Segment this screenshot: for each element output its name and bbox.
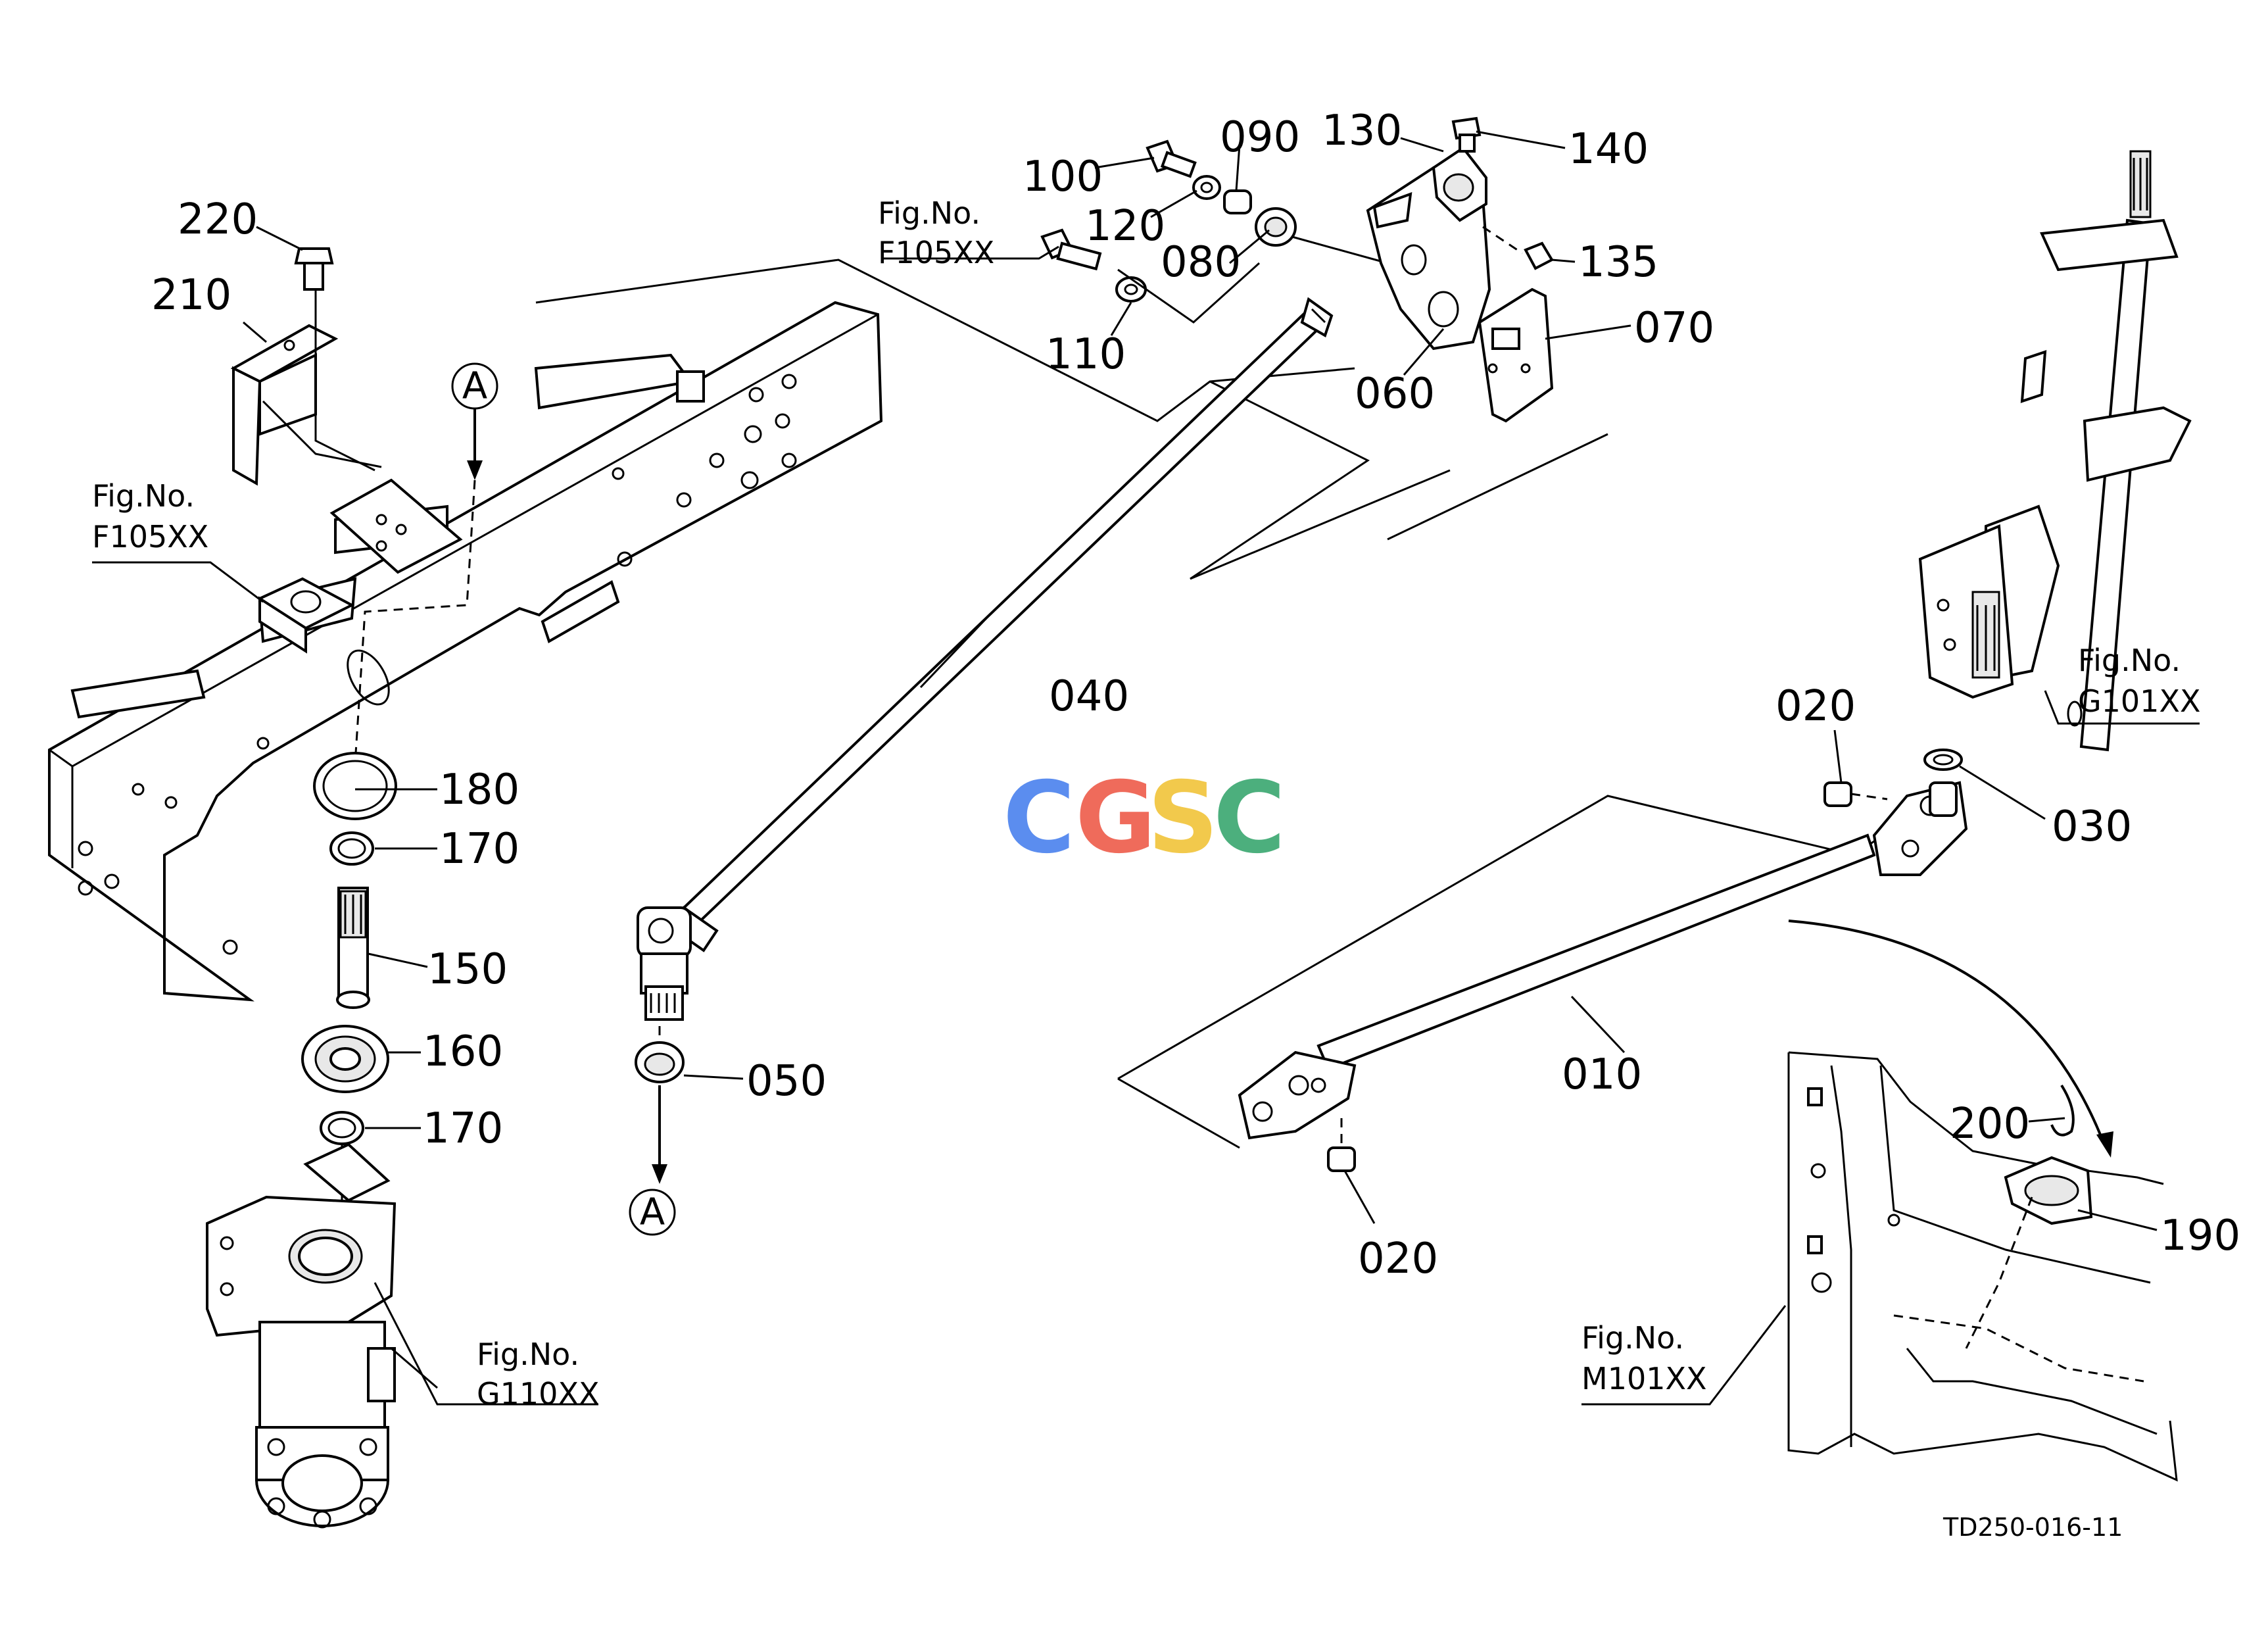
- svg-text:G110XX: G110XX: [477, 1376, 599, 1412]
- washer-030: [1923, 749, 1963, 771]
- label-050: 050: [746, 1057, 827, 1106]
- bearing-160: [301, 1025, 389, 1093]
- bolt-140: [1451, 116, 1482, 153]
- label-150: 150: [427, 945, 508, 994]
- steering-motor: [255, 1321, 396, 1529]
- label-110: 110: [1046, 330, 1126, 379]
- clip-200: [2050, 1084, 2075, 1137]
- universal-joint-lower: [1238, 1050, 1357, 1140]
- svg-text:G101XX: G101XX: [2078, 683, 2200, 719]
- steering-column: [1918, 150, 2192, 752]
- fig-ref-m101xx: Fig.No. M101XX: [1581, 1320, 1707, 1396]
- plate: [329, 478, 463, 574]
- label-090: 090: [1220, 113, 1300, 162]
- bolt-020-lower: [1327, 1118, 1356, 1172]
- plate-070: [1478, 287, 1554, 423]
- label-130: 130: [1322, 107, 1402, 155]
- label-010: 010: [1562, 1050, 1642, 1099]
- fig-ref-left-f105xx: Fig.No. F105XX: [92, 478, 208, 554]
- fender-panel: [1787, 1051, 2178, 1482]
- flange-130: [1432, 146, 1487, 222]
- svg-text:F105XX: F105XX: [92, 519, 208, 554]
- snap-ring-180: [313, 752, 397, 820]
- collar-170-lower: [320, 1111, 364, 1145]
- label-180: 180: [439, 766, 519, 814]
- part-labels: 220 210 180 170 150 160 170 050 040 100 …: [151, 107, 2240, 1283]
- svg-text:Fig.No.: Fig.No.: [92, 478, 195, 514]
- pedal-190: [2004, 1156, 2093, 1225]
- label-170-lower: 170: [423, 1104, 503, 1153]
- frame-mount-bracket: [256, 577, 355, 654]
- label-190: 190: [2160, 1212, 2240, 1260]
- label-020-upper: 020: [1775, 682, 1856, 731]
- label-220: 220: [178, 195, 258, 244]
- drawing-code: TD250-016-11: [1942, 1513, 2123, 1542]
- universal-joint-040: [637, 906, 719, 1021]
- bolt-110: [1040, 228, 1102, 271]
- svg-text:A: A: [462, 365, 487, 408]
- collar-050: [635, 1041, 685, 1083]
- fig-ref-top-f105xx: Fig.No. F105XX: [878, 195, 994, 270]
- svg-text:Fig.No.: Fig.No.: [1581, 1320, 1684, 1356]
- nut-135: [1524, 241, 1554, 270]
- svg-text:M101XX: M101XX: [1581, 1361, 1707, 1396]
- svg-text:Fig.No.: Fig.No.: [878, 195, 980, 231]
- svg-text:A: A: [640, 1191, 665, 1234]
- bolt-020-upper: [1823, 781, 1888, 807]
- svg-text:S: S: [1147, 761, 1218, 875]
- spacer-090: [1223, 189, 1252, 214]
- washer-120: [1192, 175, 1221, 200]
- label-070: 070: [1634, 304, 1714, 353]
- collar-170-upper: [329, 831, 374, 866]
- fig-ref-g110xx: Fig.No. G110XX: [477, 1337, 599, 1412]
- label-140: 140: [1568, 125, 1649, 174]
- label-210: 210: [151, 271, 231, 320]
- label-135: 135: [1578, 238, 1658, 287]
- label-170-upper: 170: [439, 825, 519, 873]
- shaft-150: [336, 887, 370, 1009]
- bolt-220: [294, 247, 334, 291]
- label-060: 060: [1355, 370, 1435, 418]
- frame-holes: [78, 374, 797, 955]
- label-080: 080: [1161, 238, 1241, 287]
- ref-marker-a-bottom: A: [629, 1085, 676, 1236]
- universal-joint-upper: [1872, 781, 1968, 876]
- bolt-100: [1146, 139, 1197, 178]
- svg-text:Fig.No.: Fig.No.: [2078, 643, 2181, 678]
- label-030: 030: [2052, 802, 2132, 851]
- svg-text:C: C: [1213, 761, 1286, 875]
- label-100: 100: [1023, 153, 1103, 201]
- leader-lines: [92, 130, 2200, 1406]
- bracket-210: [230, 324, 339, 486]
- svg-text:Fig.No.: Fig.No.: [477, 1337, 579, 1372]
- watermark: C G S C: [1003, 761, 1286, 875]
- fig-ref-g101xx: Fig.No. G101XX: [2078, 643, 2200, 719]
- svg-text:F105XX: F105XX: [878, 235, 994, 270]
- steering-mount-bracket: [206, 1143, 397, 1337]
- shaft-010: [1316, 833, 1876, 1071]
- svg-text:G: G: [1075, 761, 1156, 875]
- bushing-080: [1255, 207, 1297, 247]
- label-160: 160: [423, 1027, 503, 1076]
- label-040: 040: [1049, 672, 1129, 721]
- label-020-lower: 020: [1358, 1235, 1438, 1283]
- svg-text:C: C: [1003, 761, 1075, 875]
- label-200: 200: [1950, 1100, 2030, 1148]
- label-120: 120: [1085, 202, 1165, 251]
- washer-110: [1115, 276, 1147, 303]
- ref-marker-a-top: A: [451, 362, 498, 480]
